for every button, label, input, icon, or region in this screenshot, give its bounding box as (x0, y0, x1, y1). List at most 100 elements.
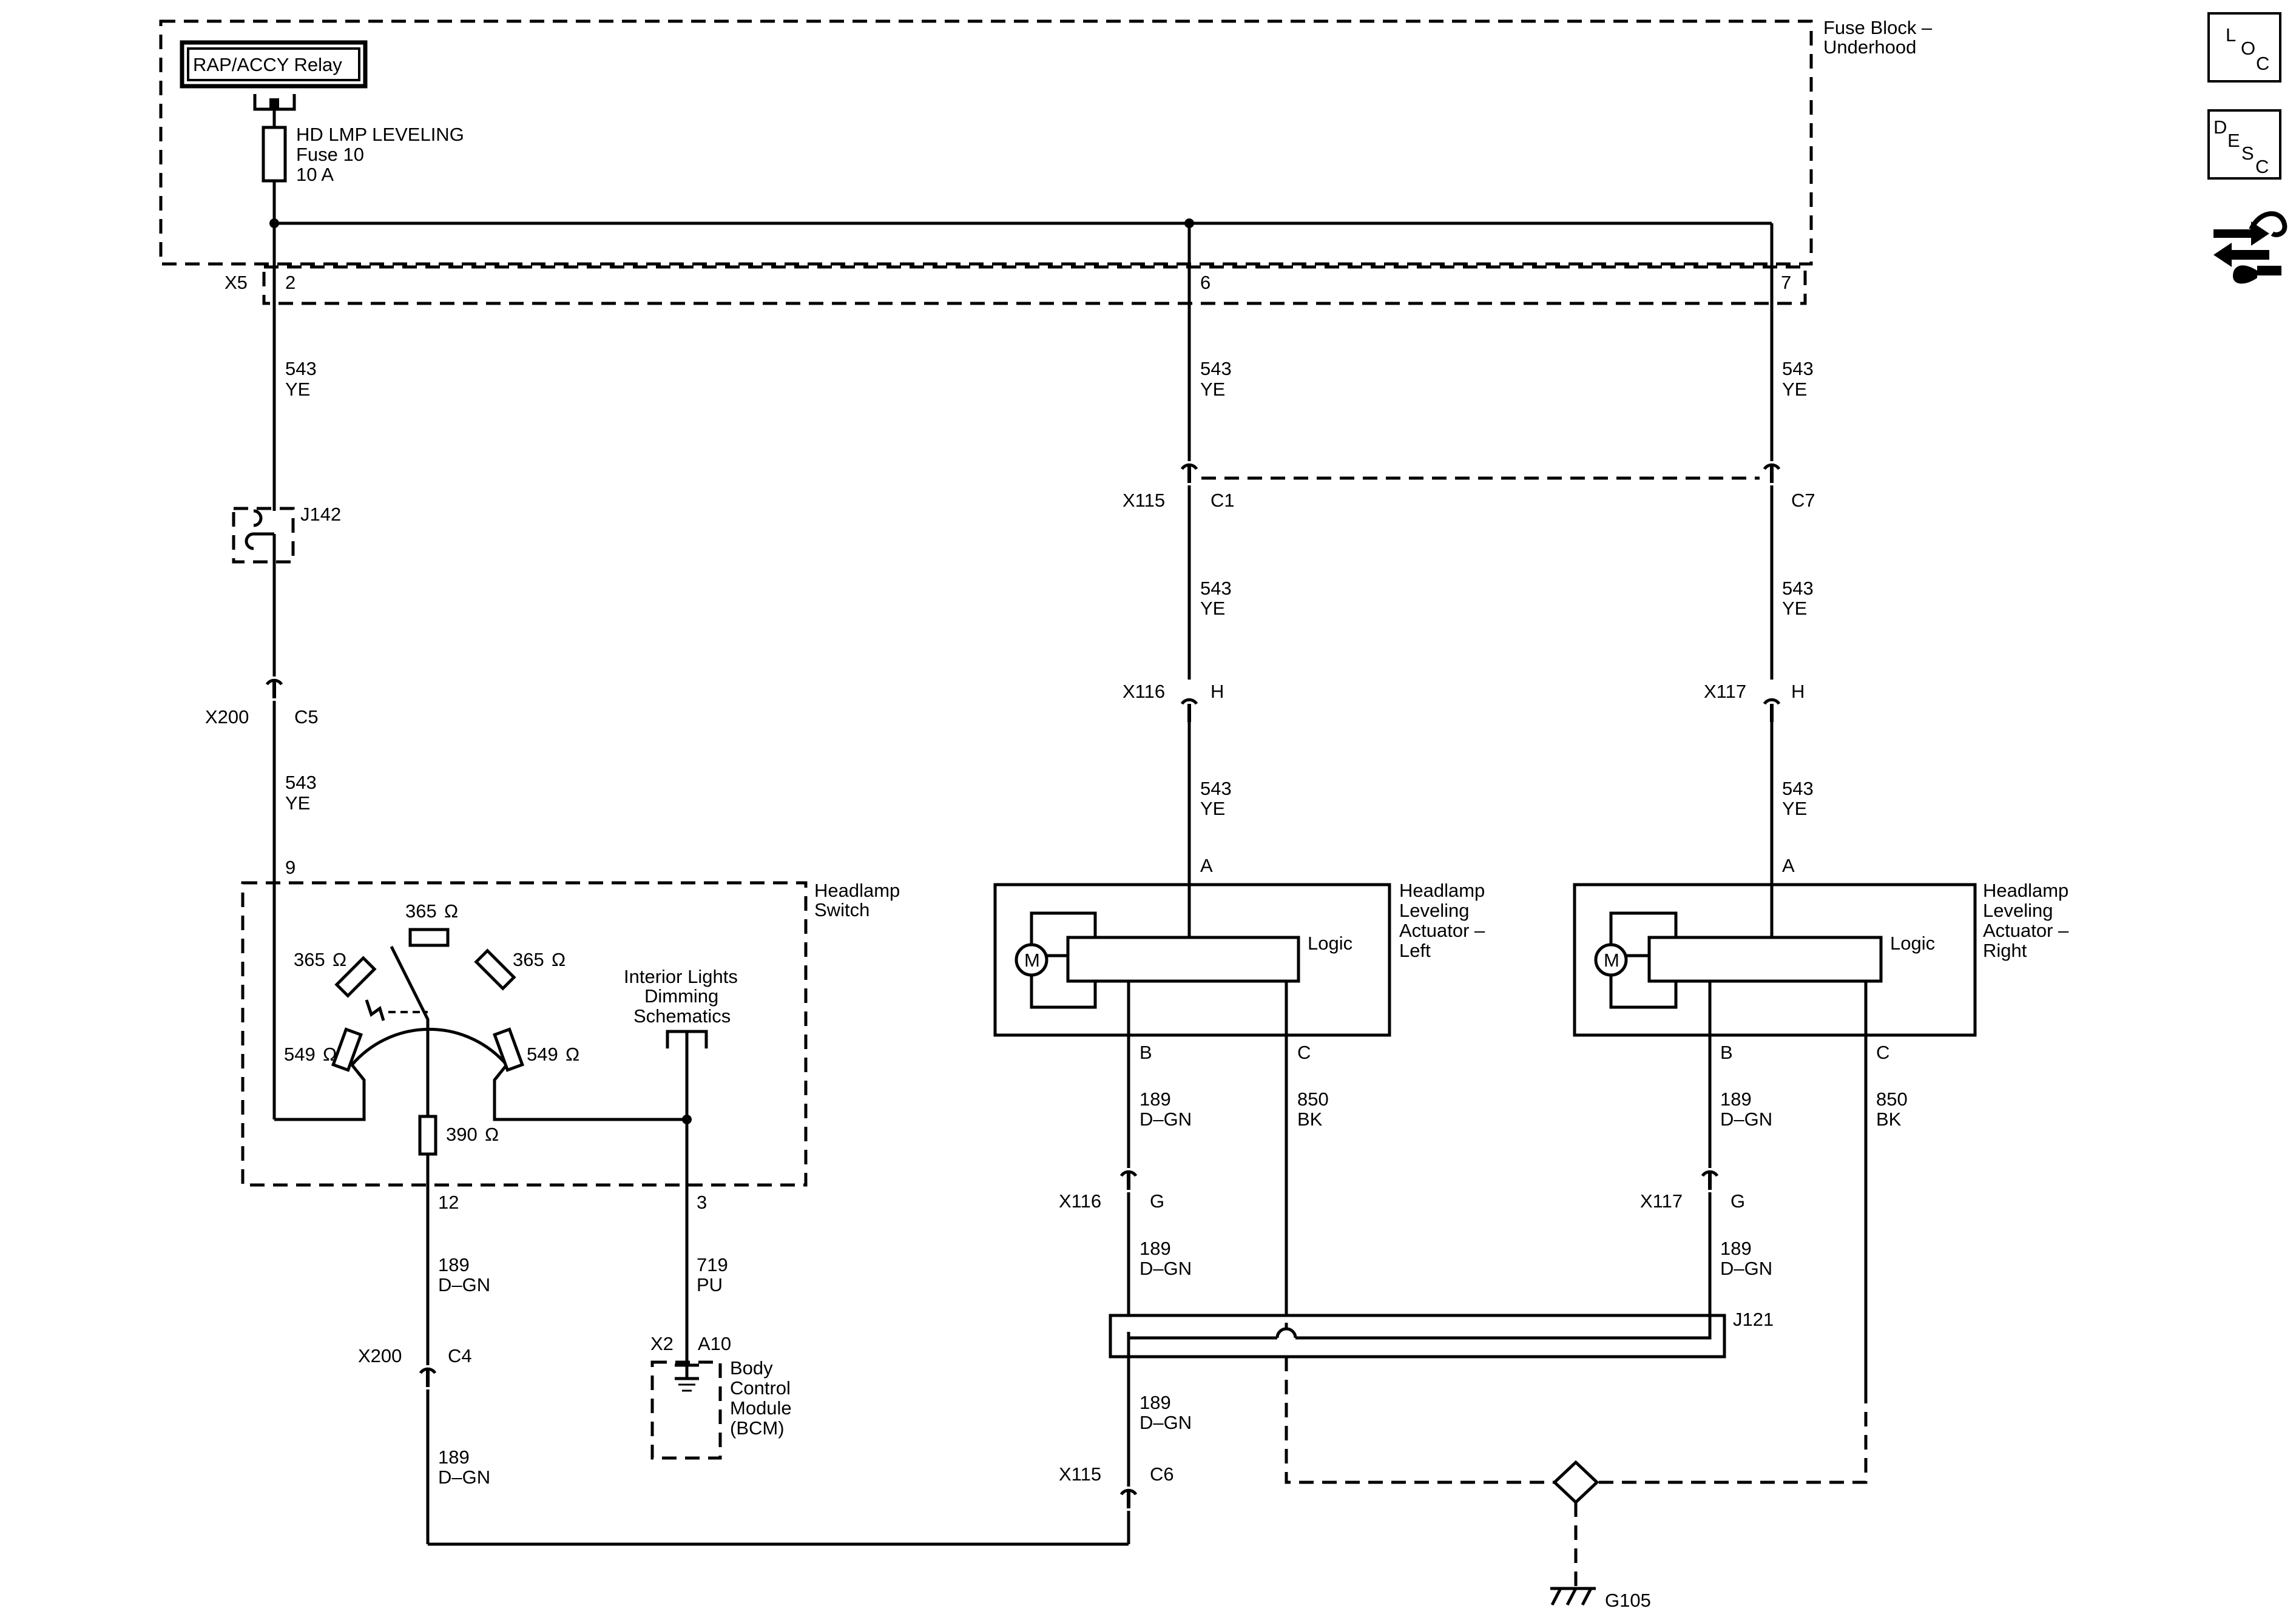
resistor-549-lower-left: 549 Ω (284, 1027, 363, 1072)
connector-x200-c4: X200 C4 (358, 1345, 472, 1387)
svg-text:X200: X200 (358, 1345, 402, 1366)
relay-label: RAP/ACCY Relay (193, 54, 342, 75)
svg-text:YE: YE (1200, 798, 1225, 819)
svg-text:Ω: Ω (323, 1044, 337, 1065)
connector-x116-g: X116 G (1059, 1172, 1164, 1212)
svg-text:Switch: Switch (814, 899, 869, 920)
svg-text:Right: Right (1983, 940, 2027, 961)
svg-text:D–GN: D–GN (1140, 1258, 1192, 1279)
svg-text:D–GN: D–GN (438, 1467, 490, 1488)
body-control-module: X2 A10 Body Control Module (BCM) (650, 1333, 792, 1460)
connector-x116-h: X116 H (1123, 681, 1224, 722)
svg-text:X116: X116 (1059, 1190, 1101, 1212)
svg-text:Dimming: Dimming (644, 985, 718, 1007)
svg-text:365: 365 (513, 949, 544, 970)
svg-text:D–GN: D–GN (438, 1274, 490, 1295)
svg-text:H: H (1791, 681, 1805, 702)
svg-text:Ω: Ω (566, 1044, 579, 1065)
svg-text:Schematics: Schematics (633, 1005, 731, 1027)
svg-text:365: 365 (294, 949, 325, 970)
svg-text:C4: C4 (448, 1345, 472, 1366)
svg-text:189: 189 (1720, 1089, 1752, 1110)
svg-text:189: 189 (1140, 1392, 1171, 1413)
svg-text:BK: BK (1297, 1109, 1323, 1130)
x5-pin-2: 2 (285, 272, 295, 293)
svg-text:C6: C6 (1150, 1463, 1174, 1485)
wire-labels-right-actuator: 189 D–GN 850 BK 189 D–GN (1720, 1089, 1908, 1279)
svg-text:C1: C1 (1210, 490, 1235, 511)
svg-text:719: 719 (697, 1254, 728, 1275)
svg-text:C: C (2255, 156, 2269, 177)
svg-text:C5: C5 (294, 706, 319, 727)
svg-text:850: 850 (1876, 1089, 1908, 1110)
connector-tools-icon[interactable] (2213, 211, 2288, 284)
svg-text:Leveling: Leveling (1399, 900, 1469, 921)
svg-text:YE: YE (1782, 798, 1807, 819)
resistor-365-upper-left: 365 Ω (294, 949, 377, 998)
svg-text:PU: PU (697, 1274, 723, 1295)
fuse-rating: 10 A (296, 164, 334, 185)
fuse-block-title: Fuse Block – (1823, 17, 1933, 38)
connector-x117-g: X117 G (1640, 1172, 1745, 1212)
loc-icon[interactable]: L O C (2207, 12, 2281, 83)
svg-text:850: 850 (1297, 1089, 1329, 1110)
connector-x115-c7: C7 (1764, 465, 1815, 511)
svg-text:X116: X116 (1123, 681, 1165, 702)
splice-j142: J142 (232, 504, 341, 564)
connector-x115-c1: X115 C1 (1123, 465, 1235, 511)
svg-text:YE: YE (1200, 598, 1225, 619)
svg-text:X200: X200 (205, 706, 249, 727)
wire-labels-left-actuator: 189 D–GN 850 BK 189 D–GN 189 D–GN (1140, 1089, 1329, 1433)
svg-text:Ω: Ω (552, 949, 566, 970)
j142-label: J142 (300, 504, 341, 525)
svg-text:Headlamp: Headlamp (1399, 880, 1485, 901)
svg-text:Actuator –: Actuator – (1399, 920, 1485, 941)
desc-icon[interactable]: D E S C (2207, 109, 2281, 180)
svg-text:YE: YE (1782, 598, 1807, 619)
ground-g105: G105 (1285, 1357, 1868, 1611)
motor-icon (1594, 943, 1628, 977)
svg-text:Body: Body (730, 1357, 773, 1379)
resistor-390-bottom: 390 Ω (418, 1115, 499, 1156)
svg-text:YE: YE (1782, 379, 1807, 400)
svg-text:A: A (1200, 855, 1213, 876)
svg-text:YE: YE (285, 792, 310, 814)
svg-text:A: A (1782, 855, 1795, 876)
svg-text:Ω: Ω (485, 1124, 499, 1145)
svg-text:B: B (1720, 1042, 1733, 1063)
svg-text:543: 543 (1200, 778, 1232, 799)
svg-text:A10: A10 (698, 1333, 731, 1354)
svg-text:G: G (1730, 1190, 1745, 1212)
headlamp-leveling-actuator-left: A M Logic Headlamp Leveling Actuator – L… (993, 855, 1485, 1323)
switch-pin-3: 3 (697, 1192, 707, 1213)
middle-branch-wire: 543 YE 543 YE 543 YE (1187, 223, 1232, 885)
wire-label-543-ye: 543 YE (285, 772, 317, 814)
fuse-block-underhood: Fuse Block – Underhood (159, 17, 1933, 266)
resistor-365-top: 365 Ω (405, 900, 458, 947)
svg-text:C: C (2256, 53, 2269, 74)
svg-text:O: O (2241, 38, 2255, 59)
wire-719-pu: 719 PU (685, 1189, 728, 1377)
svg-text:D–GN: D–GN (1140, 1412, 1192, 1433)
fuse-number: Fuse 10 (296, 144, 364, 165)
svg-text:Module: Module (730, 1397, 792, 1419)
fuse-10: HD LMP LEVELING Fuse 10 10 A (262, 109, 464, 223)
svg-text:YE: YE (1200, 379, 1225, 400)
x5-pin-7: 7 (1781, 272, 1791, 293)
svg-text:Ω: Ω (333, 949, 346, 970)
svg-text:E: E (2227, 130, 2240, 151)
connector-x200-c5: X200 C5 (205, 680, 319, 727)
svg-text:M: M (1604, 950, 1619, 971)
svg-text:X117: X117 (1640, 1190, 1683, 1212)
fuse-block-subtitle: Underhood (1823, 36, 1916, 58)
svg-text:D–GN: D–GN (1140, 1109, 1192, 1130)
switch-pin-12: 12 (438, 1192, 459, 1213)
svg-text:M: M (1024, 950, 1040, 971)
svg-text:Leveling: Leveling (1983, 900, 2053, 921)
x5-pin-6: 6 (1200, 272, 1210, 293)
svg-text:Control: Control (730, 1377, 791, 1399)
svg-text:189: 189 (438, 1254, 470, 1275)
svg-text:543: 543 (285, 772, 317, 793)
svg-text:G105: G105 (1605, 1590, 1651, 1611)
svg-text:C7: C7 (1791, 490, 1815, 511)
